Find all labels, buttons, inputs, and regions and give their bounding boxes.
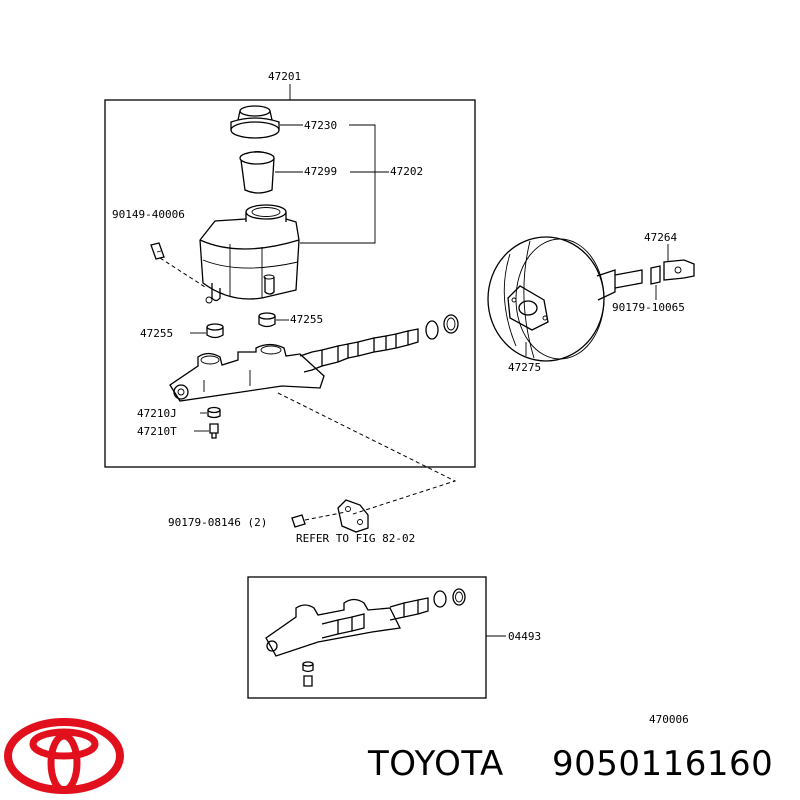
reservoir-bracket-leader [300, 124, 376, 244]
grommet-right-part [258, 312, 289, 328]
figure-id: 470006 [649, 713, 689, 726]
toyota-logo [4, 718, 124, 794]
label-47255-right: 47255 [290, 313, 323, 326]
label-90179-08146: 90179-08146 (2) [168, 516, 267, 529]
bleeder-plug-part [194, 406, 221, 439]
part-number: 9050116160 [552, 744, 773, 784]
bolt-part [150, 242, 206, 288]
mounting-bracket-part [337, 499, 369, 533]
master-cylinder-part [169, 314, 459, 402]
grommet-left-part [190, 323, 224, 339]
label-90179-10065: 90179-10065 [612, 301, 685, 314]
brake-booster-part [487, 236, 643, 362]
label-47201: 47201 [268, 70, 301, 83]
label-47210T: 47210T [137, 425, 177, 438]
reservoir-cap-part [230, 105, 303, 139]
kit-frame [247, 576, 487, 699]
repair-kit-box [247, 576, 506, 699]
booster-clevis-part [650, 244, 695, 300]
refer-note: REFER TO FIG 82-02 [296, 532, 415, 545]
label-47275: 47275 [508, 361, 541, 374]
brand-name: TOYOTA [367, 744, 504, 784]
label-47210J: 47210J [137, 407, 177, 420]
label-04493: 04493 [508, 630, 541, 643]
label-47230: 47230 [304, 119, 337, 132]
strainer-part [239, 151, 303, 194]
reservoir-part [199, 204, 300, 304]
master-cylinder-assembly-box: 47201 [104, 70, 476, 468]
label-47299: 47299 [304, 165, 337, 178]
label-47255-left: 47255 [140, 327, 173, 340]
reference-dashed-line [277, 392, 457, 516]
mounting-nut-part [291, 511, 347, 528]
label-90149-40006: 90149-40006 [112, 208, 185, 221]
label-47264: 47264 [644, 231, 677, 244]
label-47202: 47202 [390, 165, 423, 178]
